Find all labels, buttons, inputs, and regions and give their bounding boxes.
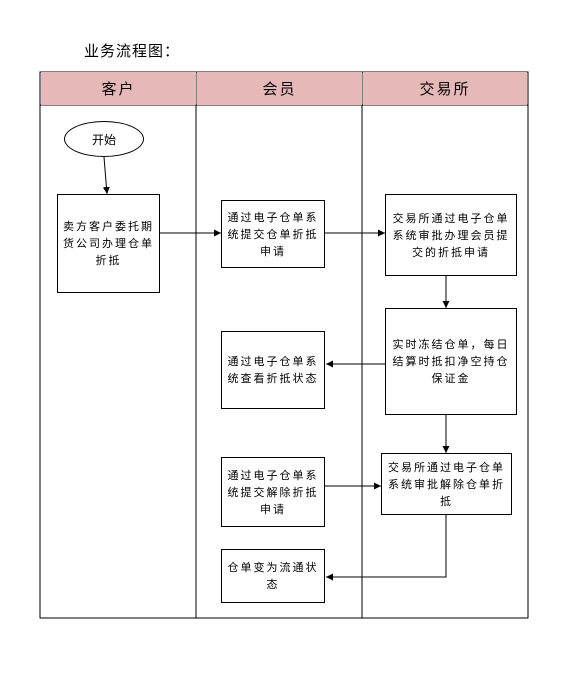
start-node: 开始 xyxy=(64,121,144,157)
node-freeze: 实时冻结仓单，每日结算时抵扣净空持仓保证金 xyxy=(385,308,517,415)
lane-header-member: 会员 xyxy=(197,72,362,105)
node-member-submit: 通过电子仓单系统提交仓单折抵申请 xyxy=(221,200,325,268)
page-title: 业务流程图： xyxy=(84,42,181,60)
lane-header-exchange: 交易所 xyxy=(363,72,527,105)
node-member-release: 通过电子仓单系统提交解除折抵申请 xyxy=(221,457,325,527)
arrow-release-to-circulate xyxy=(326,515,447,581)
node-client-entrust: 卖方客户委托期货公司办理仓单折抵 xyxy=(57,194,160,293)
node-exchange-release: 交易所通过电子仓单系统审批解除仓单折抵 xyxy=(381,453,512,515)
node-exchange-approve: 交易所通过电子仓单系统审批办理会员提交的折抵申请 xyxy=(385,194,517,276)
arrow-start-to-client xyxy=(102,156,110,195)
node-circulate: 仓单变为流通状态 xyxy=(221,549,325,603)
lane-header-client: 客户 xyxy=(41,72,196,105)
node-member-view: 通过电子仓单系统查看折抵状态 xyxy=(221,331,325,409)
